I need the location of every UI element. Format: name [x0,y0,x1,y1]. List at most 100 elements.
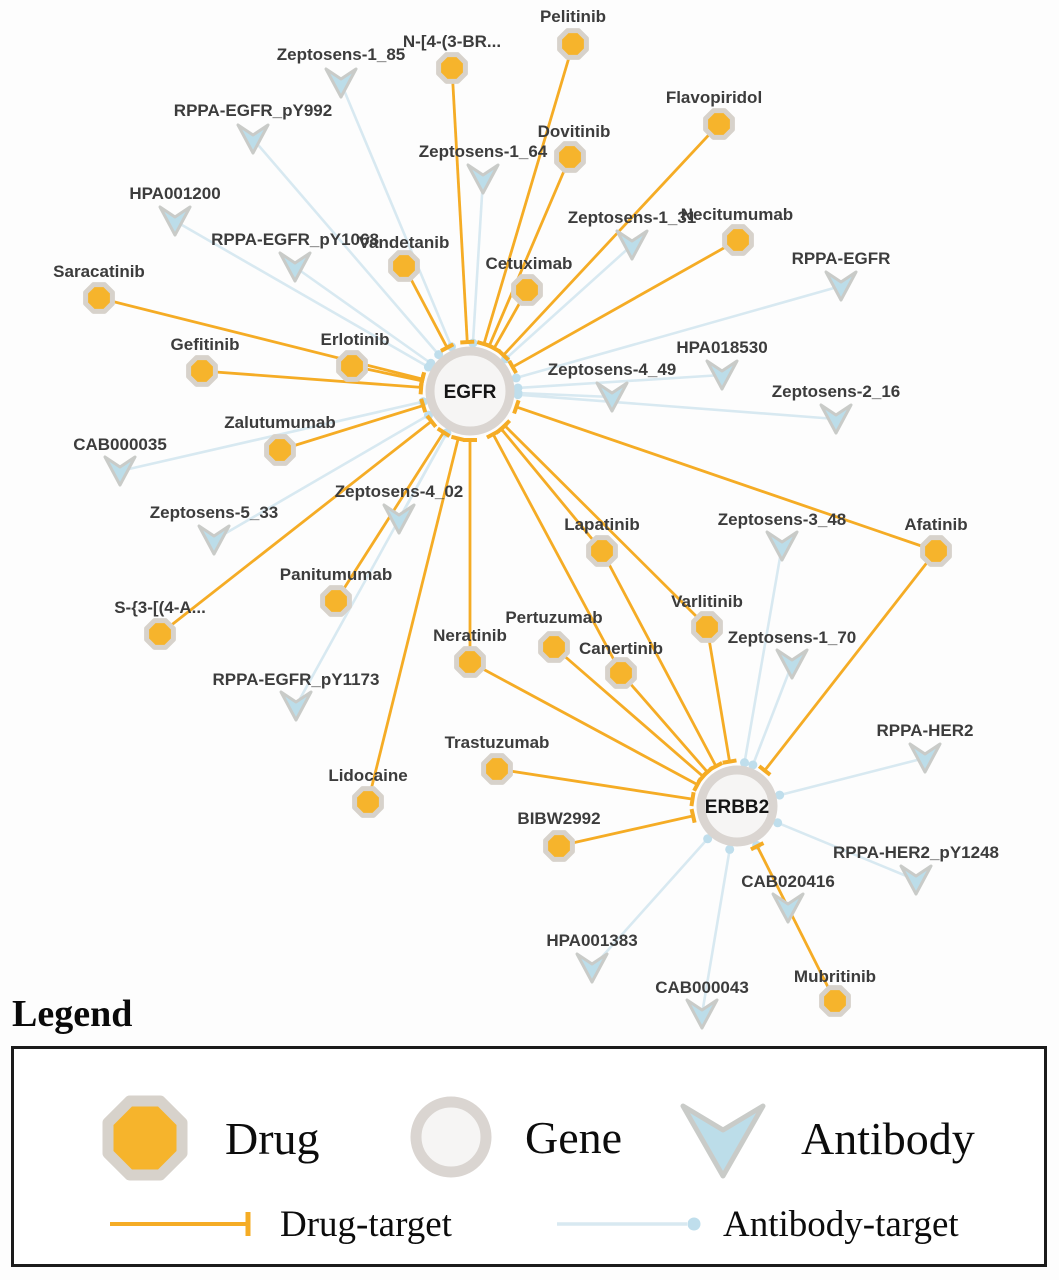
antibody-label: CAB000043 [655,978,749,997]
drug-node[interactable] [703,108,735,140]
antibody-edge-endpoint [748,760,758,770]
antibody-edge-endpoint [511,373,521,383]
drug-node[interactable] [819,985,851,1017]
drug-node[interactable] [538,631,570,663]
drug-node[interactable] [586,535,618,567]
drug-node[interactable] [186,355,218,387]
drug-label: Pelitinib [540,7,606,26]
drug-edge-tee [419,398,428,413]
antibody-edge-endpoint [703,834,713,844]
drug-node[interactable] [352,786,384,818]
antibody-edge-endpoint [775,790,785,800]
drug-target-edge [491,433,623,674]
antibody-node[interactable] [615,229,649,261]
antibody-edge-endpoint [426,358,436,368]
drug-node[interactable] [144,618,176,650]
antibody-node[interactable] [103,455,137,487]
antibody-node[interactable] [466,163,500,195]
drug-target-edge [496,767,693,801]
antibody-node[interactable] [765,530,799,562]
antibody-node[interactable] [819,403,853,435]
antibody-target-edge [777,821,917,882]
antibody-node[interactable] [197,524,231,556]
antibody-node[interactable] [279,690,313,722]
drug-node[interactable] [388,250,420,282]
drug-target-edge [502,123,721,357]
antibody-node[interactable] [771,892,805,924]
drug-node[interactable] [543,830,575,862]
antibody-label: Zeptosens-1_70 [728,628,857,647]
drug-node-icon [102,1095,188,1181]
drug-edge-tee [512,399,521,415]
antibody-node[interactable] [236,123,270,155]
drug-edge-tee [486,429,501,440]
drug-label: Afatinib [904,515,967,534]
antibody-label: Zeptosens-1_85 [277,45,406,64]
drug-label: Neratinib [433,626,507,645]
gene-node[interactable] [696,765,778,847]
legend-item-drug-target: Drug-target [106,1202,452,1246]
antibody-target-edge [517,373,723,390]
antibody-label: RPPA-EGFR [792,249,891,268]
antibody-node[interactable] [705,359,739,391]
antibody-node[interactable] [575,952,609,984]
antibody-label: RPPA-EGFR_pY1173 [213,670,380,689]
drug-label: Saracatinib [53,262,145,281]
drug-edge-tee [722,758,737,765]
antibody-node[interactable] [595,381,629,413]
antibody-node[interactable] [824,270,858,302]
antibody-edge-endpoint [725,844,735,854]
drug-target-edge [515,405,937,553]
antibody-node[interactable] [278,251,312,283]
drug-target-edge [201,369,422,389]
antibody-target-edge [517,391,613,399]
antibody-target-edge [294,265,432,365]
antibody-label: HPA001200 [129,184,220,203]
legend-drug-target-label: Drug-target [280,1203,452,1245]
drug-node[interactable] [920,535,952,567]
drug-label: Lidocaine [328,766,407,785]
antibody-node[interactable] [382,503,416,535]
drug-node[interactable] [436,52,468,84]
drug-node[interactable] [336,350,368,382]
drug-node[interactable] [554,141,586,173]
antibody-node[interactable] [158,205,192,237]
drug-node[interactable] [557,28,589,60]
gene-node[interactable] [425,346,515,436]
antibody-node[interactable] [908,742,942,774]
antibody-label: RPPA-EGFR_pY1068 [211,230,379,249]
drug-node[interactable] [264,434,296,466]
drug-label: Varlitinib [671,592,743,611]
drug-edge-tee [460,339,475,345]
antibody-label: Zeptosens-2_16 [772,382,901,401]
drug-node[interactable] [605,657,637,689]
antibody-edge-endpoint [513,390,523,400]
drug-node[interactable] [83,282,115,314]
drug-node[interactable] [691,611,723,643]
antibody-target-edge [517,393,837,421]
legend-item-drug: Drug [93,1086,320,1190]
antibody-target-edge [515,284,842,380]
gene-node-icon [410,1096,492,1178]
legend-item-gene: Gene [405,1091,622,1183]
drug-node[interactable] [722,224,754,256]
drug-node[interactable] [511,274,543,306]
drug-target-edge [619,672,709,774]
antibody-node[interactable] [775,648,809,680]
drug-node[interactable] [481,753,513,785]
drug-label: Erlotinib [321,330,390,349]
antibody-label: CAB020416 [741,872,835,891]
drug-label: Flavopiridol [666,88,762,107]
antibody-node[interactable] [899,864,933,896]
antibody-node-icon [680,1103,766,1179]
antibody-node[interactable] [685,998,719,1030]
antibody-target-edge [213,414,430,542]
drug-node[interactable] [320,585,352,617]
drug-target-edge [482,43,575,345]
drug-target-edge [553,645,704,778]
drug-label: Panitumumab [280,565,392,584]
antibody-node[interactable] [324,67,358,99]
drug-label: Canertinib [579,639,663,658]
drug-node[interactable] [454,646,486,678]
